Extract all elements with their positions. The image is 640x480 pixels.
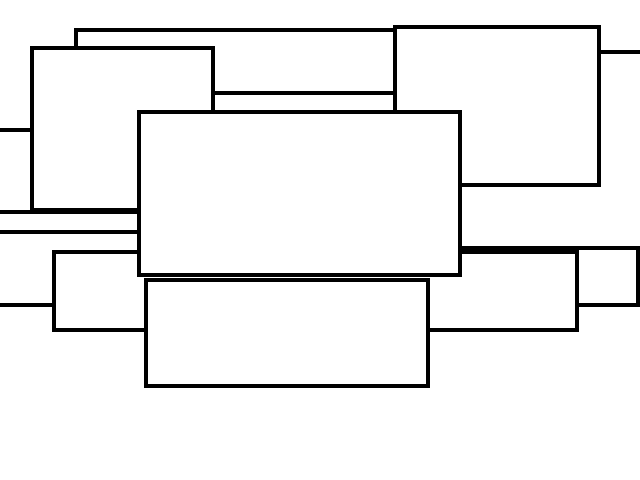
overlapping-window-9[interactable]: [144, 278, 430, 388]
overlapping-window-8[interactable]: [137, 110, 462, 277]
